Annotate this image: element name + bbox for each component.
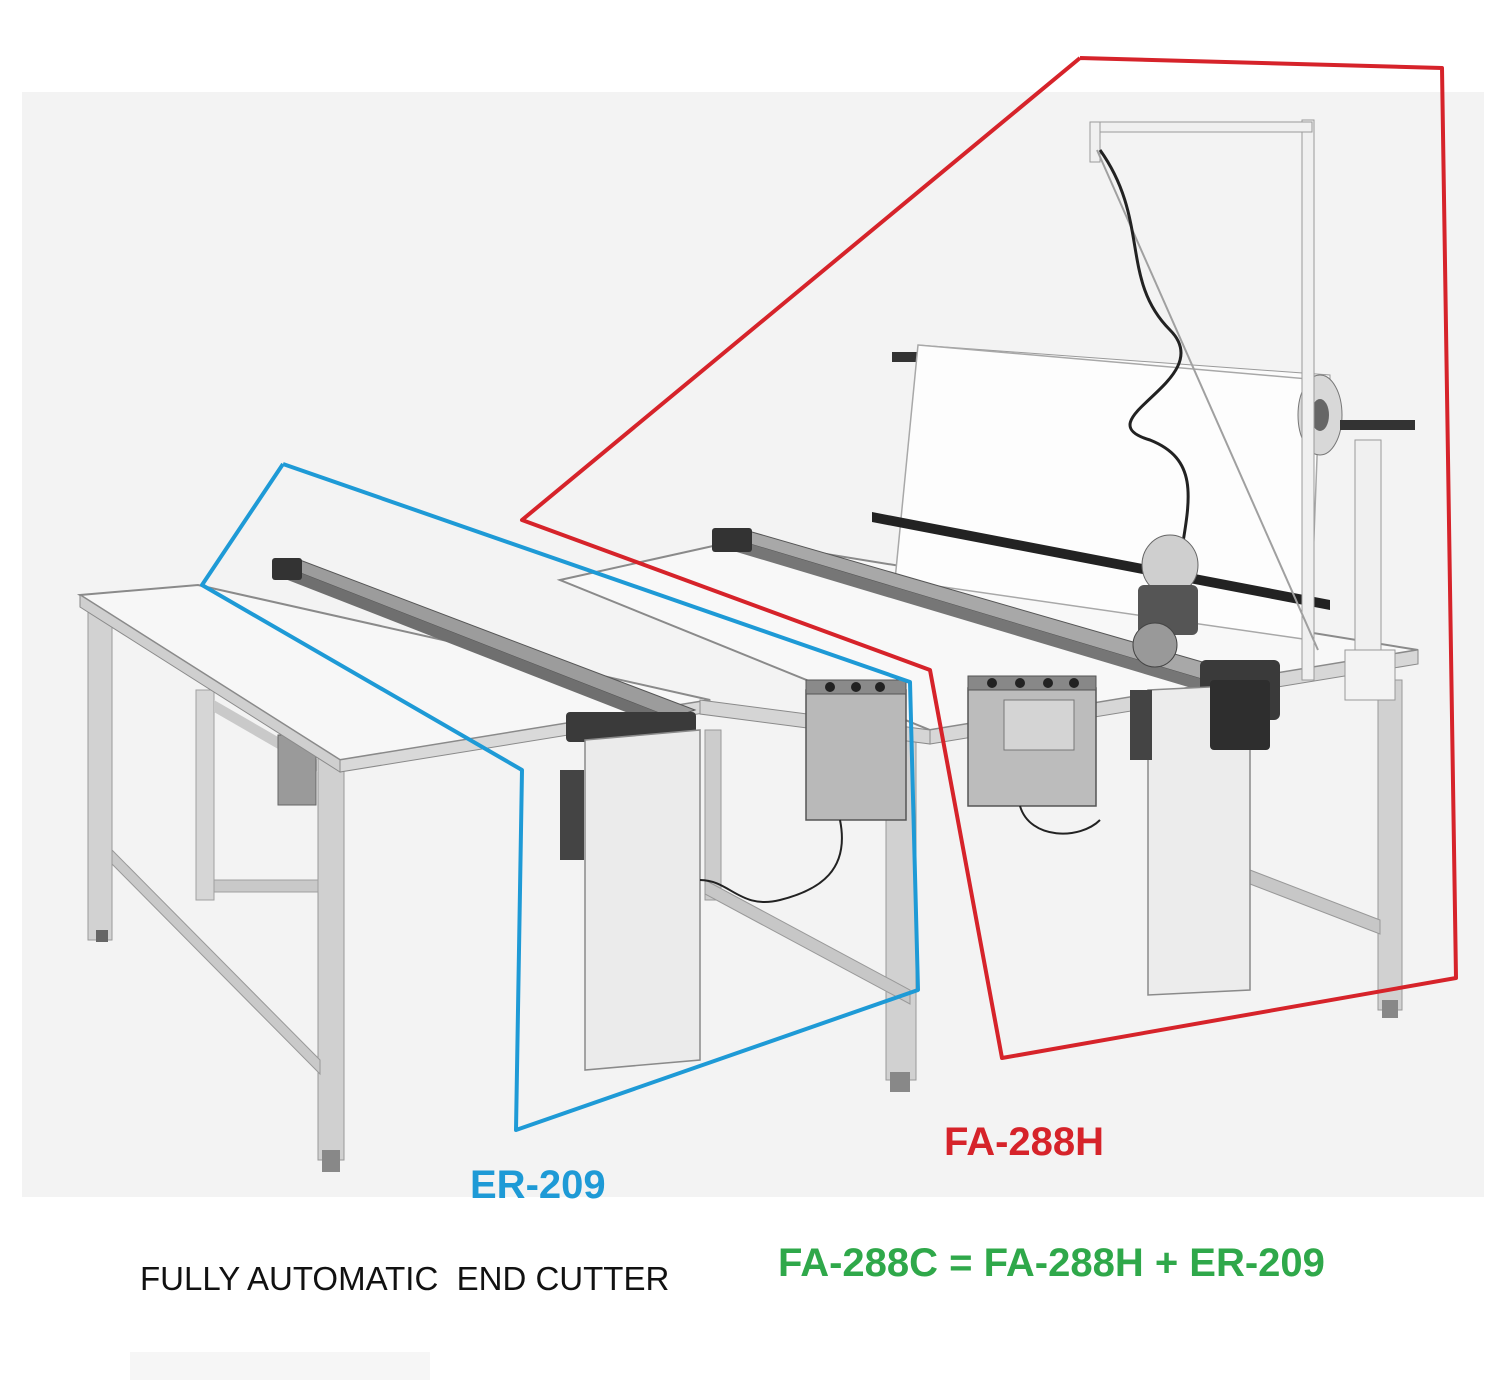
cutting-rail-right [712,528,1280,720]
er209-outline [200,462,920,1132]
caption: FULLY AUTOMATIC END CUTTER [140,1260,670,1297]
er209-label: ER-209 [470,1163,606,1207]
fabric-roll [872,344,1415,641]
cutter-head [1132,534,1199,668]
control-box-left [699,679,907,903]
pedestal-left [560,729,701,1071]
model-formula: FA-288C = FA-288H + ER-209 [778,1241,1325,1285]
control-box-right [967,675,1101,835]
pedestal-right [1130,680,1270,996]
left-table [76,583,711,1172]
watermark-smudge [130,1352,430,1380]
fa288h-label: FA-288H [944,1120,1105,1164]
fa288h-outline [520,56,1458,1060]
overhead-arm [1089,119,1396,701]
